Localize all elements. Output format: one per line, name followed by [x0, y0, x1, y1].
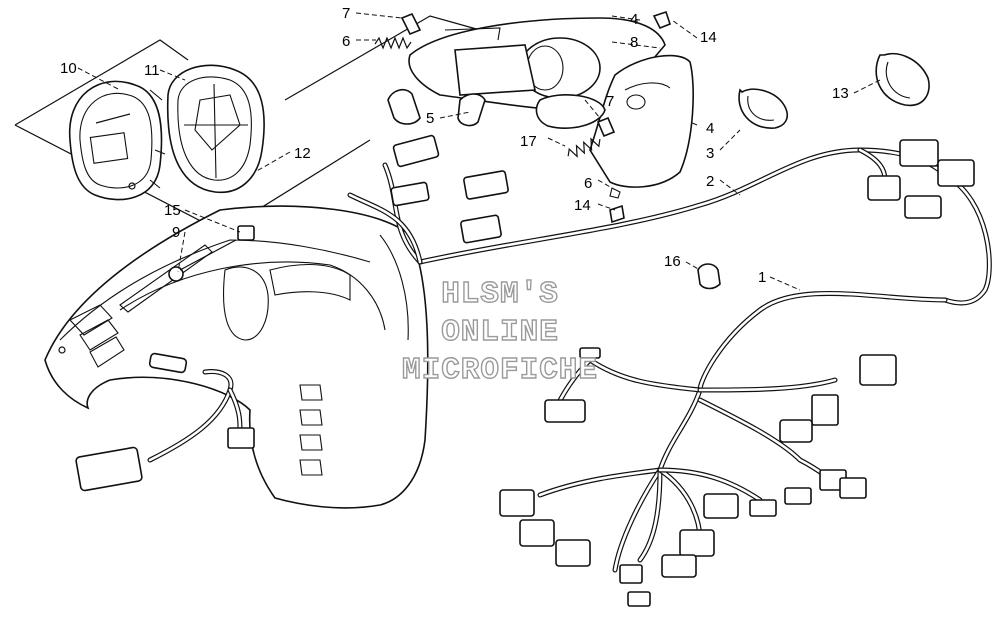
wire-harness-2	[347, 147, 992, 306]
callout-4b: 4	[706, 120, 714, 137]
watermark-line-1: HLSM'S	[441, 277, 559, 312]
callout-15: 15	[164, 202, 181, 219]
speedometer-gauge	[68, 80, 166, 201]
callout-14a: 14	[700, 29, 717, 46]
callout-6a: 6	[342, 33, 350, 50]
seal-rings	[738, 53, 930, 129]
callout-12: 12	[294, 145, 311, 162]
callout-5: 5	[426, 110, 434, 127]
callout-4a: 4	[630, 11, 638, 28]
callout-14b: 14	[574, 197, 591, 214]
callout-2: 2	[706, 173, 714, 190]
springs	[374, 36, 601, 158]
callout-13: 13	[832, 85, 849, 102]
callout-9: 9	[172, 224, 180, 241]
callout-10: 10	[60, 60, 77, 77]
watermark-line-2: ONLINE	[441, 315, 559, 350]
main-fairing	[44, 205, 429, 509]
screws	[400, 12, 616, 138]
callout-11: 11	[144, 62, 160, 79]
callout-7a: 7	[342, 5, 350, 22]
connectors	[75, 134, 975, 607]
callout-17: 17	[520, 133, 537, 150]
gauge-rear-housing	[166, 64, 265, 194]
leader-lines	[77, 12, 881, 291]
callout-1: 1	[758, 269, 766, 286]
wire-harness-1	[537, 291, 948, 573]
callout-labels: 1 2 3 4 4 5 6 6 7 7 8 9 10 11 12 13 14 1…	[60, 5, 849, 286]
callout-7b: 7	[606, 93, 614, 110]
small-gauge-parts	[168, 225, 255, 282]
callout-3: 3	[706, 145, 714, 162]
clamps	[609, 10, 721, 290]
watermark-line-3: MICROFICHE	[402, 353, 598, 388]
callout-8: 8	[630, 34, 638, 51]
watermark: HLSM'S ONLINE MICROFICHE	[401, 276, 598, 388]
ducts	[387, 88, 486, 127]
callout-16: 16	[664, 253, 681, 270]
callout-6b: 6	[584, 175, 592, 192]
upper-fan-housing	[408, 17, 666, 112]
